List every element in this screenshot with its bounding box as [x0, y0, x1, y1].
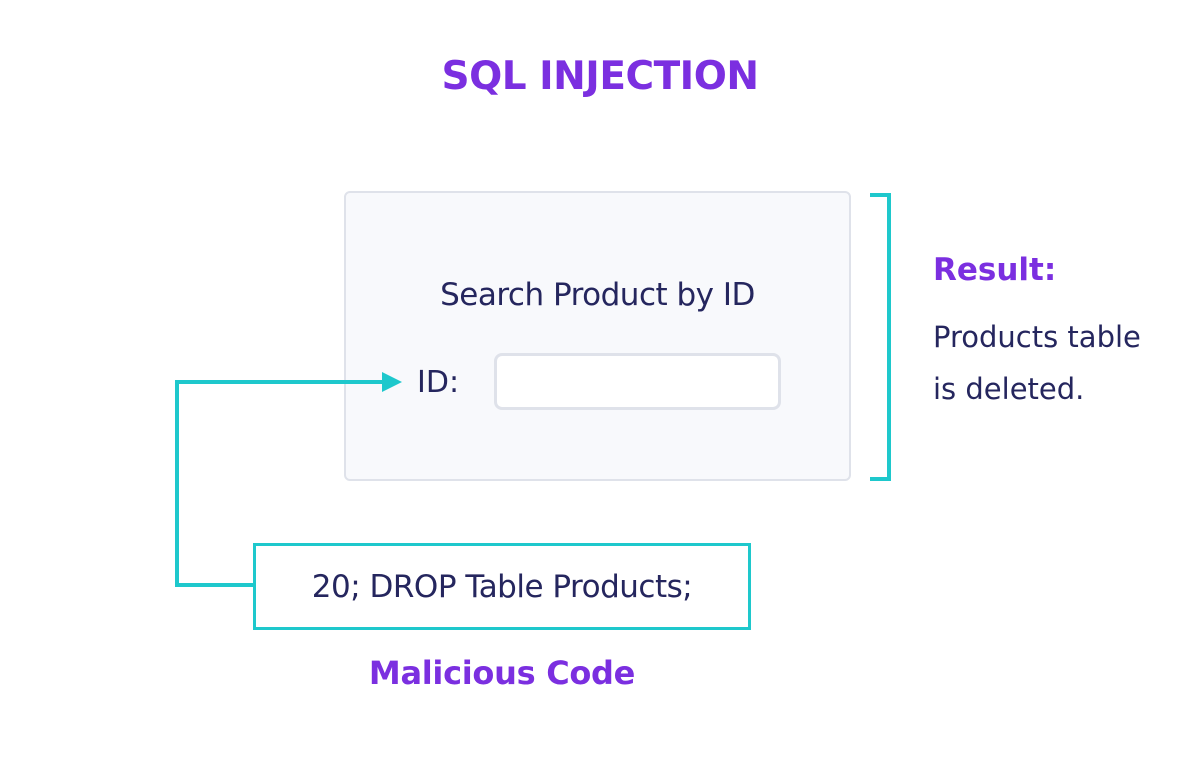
- result-line-1: Products table: [933, 320, 1141, 354]
- malicious-code-text: 20; DROP Table Products;: [311, 568, 693, 605]
- search-form-box: Search Product by ID ID:: [344, 191, 851, 481]
- id-input[interactable]: [494, 353, 781, 410]
- diagram-title: SQL INJECTION: [441, 54, 759, 99]
- arrow-head-icon: [382, 372, 402, 392]
- result-line-2: is deleted.: [933, 372, 1085, 406]
- form-heading: Search Product by ID: [440, 277, 755, 313]
- malicious-code-box: 20; DROP Table Products;: [253, 543, 751, 630]
- result-description: Products table is deleted.: [933, 311, 1193, 415]
- connector-line: [175, 380, 384, 587]
- id-label: ID:: [417, 365, 460, 400]
- malicious-code-caption: Malicious Code: [368, 654, 636, 692]
- result-bracket: [870, 193, 891, 481]
- result-label: Result:: [933, 252, 1057, 288]
